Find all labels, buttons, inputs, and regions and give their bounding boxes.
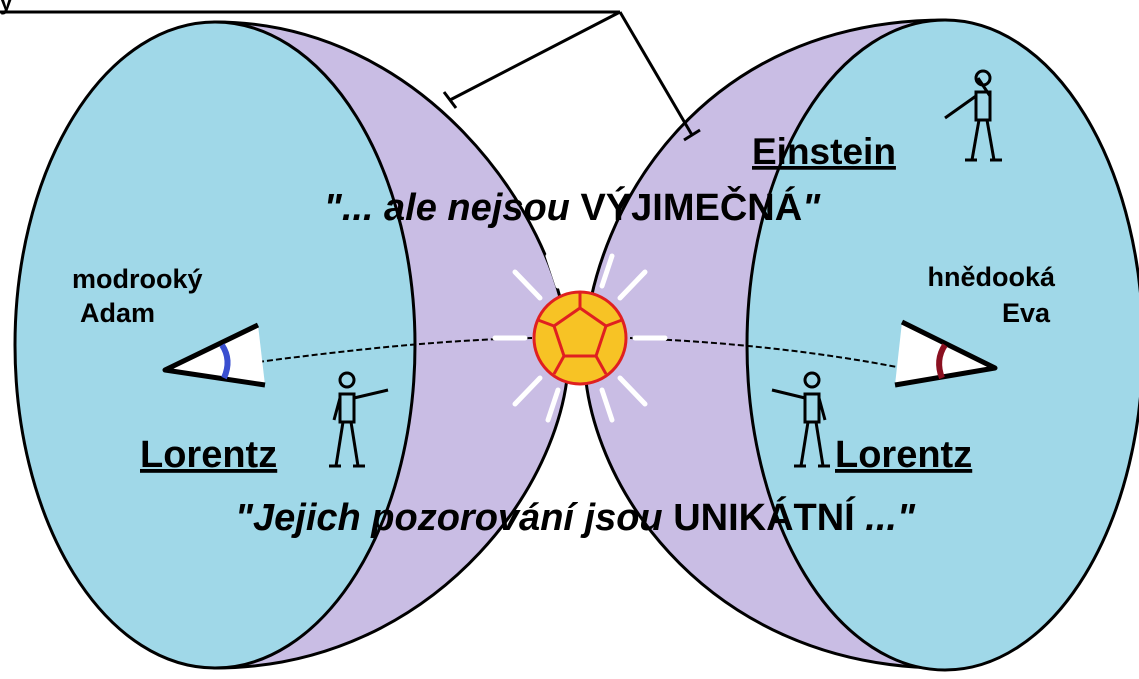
top-quote-italic: "... ale nejsou	[324, 187, 581, 229]
adam-label-line2: Adam	[80, 298, 155, 328]
einstein-figure-icon	[944, 69, 1002, 162]
left-light-ray	[257, 337, 533, 363]
left-lorentz-figure-icon	[329, 371, 389, 468]
top-quote: "... ale nejsou VÝJIMEČNÁ"	[324, 184, 821, 229]
eva-label-line1: hnědooká	[927, 262, 1055, 292]
left-lorentz-label: Lorentz	[140, 434, 277, 476]
adam-label-line1: modrooký	[72, 264, 203, 294]
adam-eye-icon	[162, 322, 266, 388]
top-quote-bold: VÝJIMEČNÁ	[580, 184, 802, 229]
bottom-quote: "Jejich pozorování jsou UNIKÁTNÍ ..."	[235, 495, 916, 539]
top-quote-close: "	[802, 187, 821, 229]
bottom-quote-close: ..."	[855, 497, 916, 539]
eva-label-line2: Eva	[1002, 298, 1051, 328]
clipped-top-glyph: y	[0, 0, 13, 15]
eva-eye-icon	[894, 319, 998, 388]
right-lorentz-figure-icon	[771, 371, 830, 468]
pointer-lines	[0, 10, 701, 142]
sun-glow	[492, 247, 668, 428]
einstein-label: Einstein	[752, 131, 896, 172]
bottom-quote-italic: "Jejich pozorování jsou	[235, 497, 673, 539]
right-lorentz-label: Lorentz	[835, 434, 972, 476]
sun-dodecahedron-icon	[532, 290, 628, 386]
right-light-ray	[629, 337, 903, 369]
bottom-quote-bold: UNIKÁTNÍ	[673, 495, 856, 539]
